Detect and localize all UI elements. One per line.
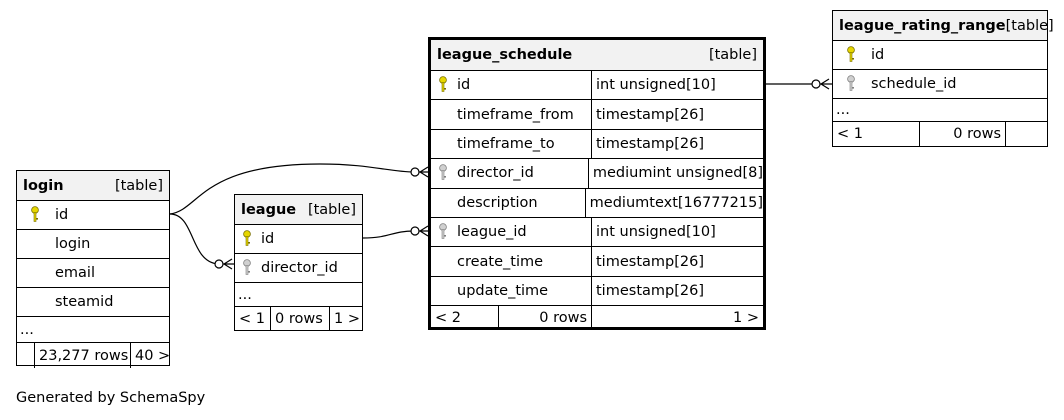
column-row: timeframe_to timestamp[26] <box>431 129 763 160</box>
table-kind: [table] <box>708 47 757 63</box>
table-kind: [table] <box>307 201 356 218</box>
column-row: timeframe_from timestamp[26] <box>431 100 763 130</box>
foreign-key-icon <box>833 75 869 93</box>
column-name: director_id <box>457 165 534 182</box>
children-count: 1 > <box>591 306 763 330</box>
table-league-rating-range[interactable]: league_rating_range [table] id schedule_… <box>832 10 1054 147</box>
column-row: director_id mediumint unsigned[8] <box>431 159 763 189</box>
table-footer: < 2 0 rows 1 > <box>431 306 763 330</box>
table-login[interactable]: login [table] id login email steamid ...… <box>16 170 170 368</box>
link-login-league <box>169 213 219 265</box>
table-header: league_schedule [table] <box>431 40 763 71</box>
table-name: league_rating_range <box>839 17 1006 34</box>
table-name: league <box>241 201 297 218</box>
column-type: timestamp[26] <box>591 247 763 276</box>
column-name: description <box>457 194 538 211</box>
column-name: league_id <box>457 224 527 241</box>
column-name: director_id <box>261 260 338 276</box>
table-kind: [table] <box>1005 17 1054 34</box>
column-row: director_id <box>235 254 362 283</box>
ellipsis-text: ... <box>238 286 252 303</box>
table-name: league_schedule <box>437 47 573 63</box>
table-footer: < 1 0 rows 1 > <box>235 307 362 330</box>
column-row: league_id int unsigned[10] <box>431 217 763 248</box>
parents-count: < 2 <box>435 309 461 326</box>
column-row: schedule_id <box>833 70 1047 99</box>
table-footer: 23,277 rows 40 > <box>17 343 170 368</box>
foreign-key-icon <box>431 164 455 182</box>
more-columns: ... <box>17 317 169 343</box>
primary-key-icon <box>431 76 455 94</box>
column-name: timeframe_to <box>457 135 555 152</box>
link-league-schedule <box>362 230 415 239</box>
row-count: 0 rows <box>919 122 1005 146</box>
table-header: league [table] <box>235 195 362 225</box>
foreign-key-icon <box>431 223 455 241</box>
column-name: id <box>871 47 885 63</box>
column-row: id <box>235 225 362 254</box>
column-row: create_time timestamp[26] <box>431 247 763 277</box>
children-count <box>1005 122 1047 146</box>
more-columns: ... <box>235 283 362 307</box>
column-type: timestamp[26] <box>591 129 763 159</box>
foreign-key-icon <box>235 259 259 277</box>
primary-key-icon <box>17 206 53 224</box>
column-name: id <box>261 231 275 247</box>
column-type: mediumtext[16777215] <box>584 188 763 217</box>
row-count: 0 rows <box>498 306 591 330</box>
table-name: login <box>23 177 64 194</box>
column-name: email <box>55 265 95 281</box>
column-name: login <box>55 236 91 252</box>
column-name: id <box>55 207 69 223</box>
parents-count <box>17 343 34 368</box>
column-row: email <box>17 259 169 288</box>
column-name: id <box>457 77 471 94</box>
generated-by-credit: Generated by SchemaSpy <box>16 390 206 406</box>
column-row: id int unsigned[10] <box>431 71 763 101</box>
table-header: league_rating_range [table] <box>833 11 1054 41</box>
column-type: mediumint unsigned[8] <box>587 159 763 188</box>
column-row: update_time timestamp[26] <box>431 276 763 307</box>
column-type: int unsigned[10] <box>591 217 763 247</box>
parents-count: < 1 <box>837 126 863 142</box>
primary-key-icon <box>833 46 869 64</box>
table-league-schedule[interactable]: league_schedule [table] id int unsigned[… <box>428 37 766 330</box>
column-row: id <box>17 201 169 230</box>
table-footer: < 1 0 rows <box>833 122 1047 146</box>
more-columns: ... <box>833 99 1047 122</box>
primary-key-icon <box>235 230 259 248</box>
column-name: update_time <box>457 282 549 299</box>
column-name: steamid <box>55 294 114 310</box>
row-count: 0 rows <box>270 307 329 330</box>
ellipsis-text: ... <box>20 321 34 338</box>
column-name: create_time <box>457 253 544 270</box>
column-name: timeframe_from <box>457 106 574 123</box>
parents-count: < 1 <box>239 310 265 327</box>
column-row: id <box>833 41 1047 70</box>
column-type: int unsigned[10] <box>591 71 763 100</box>
row-count: 23,277 rows <box>34 343 130 368</box>
table-kind: [table] <box>114 177 163 194</box>
ellipsis-text: ... <box>836 102 850 118</box>
column-type: timestamp[26] <box>591 276 763 306</box>
children-count: 1 > <box>329 307 362 330</box>
column-row: login <box>17 230 169 259</box>
column-row: description mediumtext[16777215] <box>431 188 763 218</box>
table-header: login [table] <box>17 171 169 201</box>
children-count: 40 > <box>130 343 170 368</box>
column-type: timestamp[26] <box>591 100 763 129</box>
table-league[interactable]: league [table] id director_id ... < 1 0 … <box>234 194 363 331</box>
column-name: schedule_id <box>871 76 957 92</box>
column-row: steamid <box>17 288 169 317</box>
